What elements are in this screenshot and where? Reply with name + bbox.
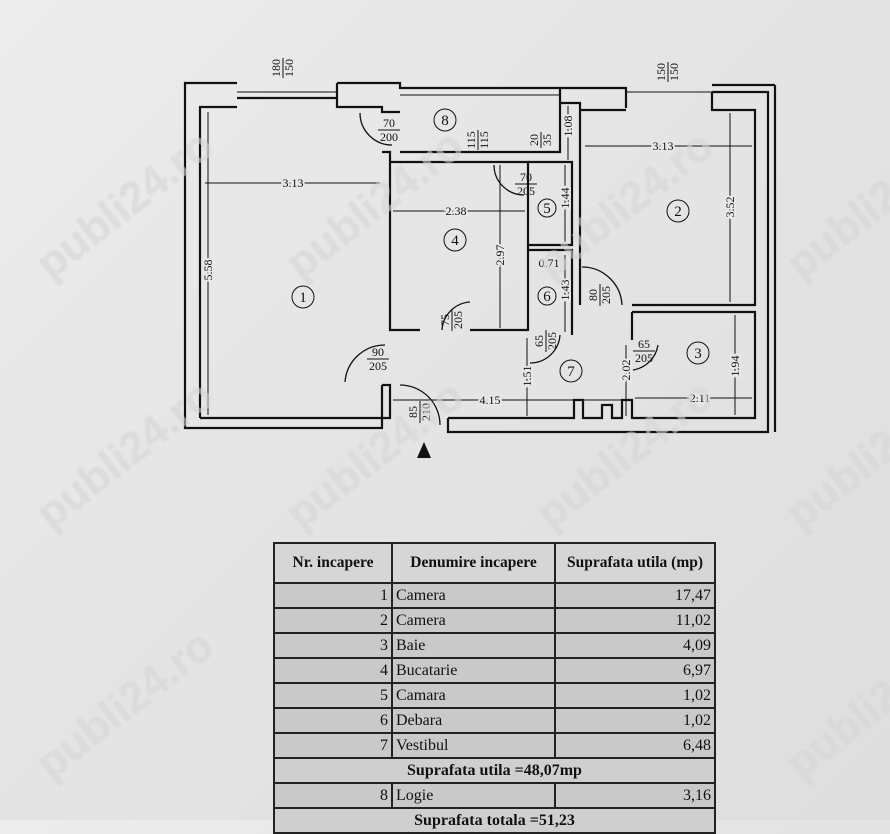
- svg-text:205: 205: [599, 286, 613, 304]
- svg-text:2: 2: [674, 204, 682, 220]
- watermark: publi24.ro: [26, 620, 223, 789]
- svg-text:205: 205: [369, 359, 387, 373]
- svg-text:115: 115: [464, 131, 478, 149]
- svg-text:7: 7: [567, 364, 575, 380]
- table-header: Nr. incapere Denumire incapere Suprafata…: [273, 542, 716, 584]
- svg-text:205: 205: [545, 332, 559, 350]
- dimension-label: 1.94: [728, 356, 742, 377]
- svg-text:5: 5: [543, 201, 551, 217]
- svg-text:210: 210: [419, 403, 433, 421]
- room-number-7: 7: [559, 359, 583, 383]
- svg-text:6: 6: [543, 289, 551, 305]
- svg-text:70: 70: [520, 170, 532, 184]
- dimension-label: 3.13: [283, 176, 304, 190]
- svg-text:8: 8: [441, 113, 449, 129]
- subtotal-row: Suprafata utila =48,07mp: [273, 757, 716, 784]
- entrance-arrow-icon: [417, 442, 431, 458]
- walls: [183, 81, 777, 434]
- dimension-label: 5.58: [201, 260, 215, 281]
- total-row: Suprafata totala =51,23: [273, 807, 716, 834]
- dimension-lines: [205, 106, 752, 416]
- header-area: Suprafata utila (mp): [554, 542, 716, 584]
- dimension-label: 2.97: [493, 245, 507, 266]
- room-area-table: Nr. incapere Denumire incapere Suprafata…: [273, 542, 716, 834]
- svg-text:65: 65: [638, 337, 650, 351]
- dimension-label: 1.44: [558, 188, 572, 209]
- header-name: Denumire incapere: [391, 542, 556, 584]
- room-number-6: 6: [537, 286, 557, 306]
- room-number-4: 4: [443, 228, 467, 252]
- svg-text:3: 3: [694, 346, 702, 362]
- svg-text:205: 205: [517, 184, 535, 198]
- dimension-label: 4.15: [480, 393, 501, 407]
- svg-text:85: 85: [406, 406, 420, 418]
- svg-text:75: 75: [438, 314, 452, 326]
- svg-text:200: 200: [380, 130, 398, 144]
- watermark: publi24.ro: [776, 620, 890, 789]
- svg-text:150: 150: [667, 63, 681, 81]
- dimension-label: 2.38: [446, 204, 467, 218]
- header-nr: Nr. incapere: [273, 542, 393, 584]
- room-number-5: 5: [537, 198, 557, 218]
- dimension-label: 1.51: [520, 366, 534, 387]
- svg-text:65: 65: [532, 335, 546, 347]
- room-number-8: 8: [433, 108, 457, 132]
- dimension-labels: 3.13 5.58 2.38 2.97 1.44 0.71 1.43 3.13 …: [199, 114, 744, 410]
- dimension-label: 2.11: [690, 391, 711, 405]
- svg-text:20: 20: [527, 134, 541, 146]
- svg-text:35: 35: [540, 134, 554, 146]
- svg-text:205: 205: [451, 311, 465, 329]
- dimension-label: 1.08: [561, 116, 575, 137]
- room-number-1: 1: [291, 285, 315, 309]
- svg-text:4: 4: [451, 233, 459, 249]
- svg-text:70: 70: [383, 116, 395, 130]
- door-arcs: [344, 112, 659, 426]
- svg-text:115: 115: [477, 131, 491, 149]
- room-numbers: 1 2 3 4 5 6 7 8: [291, 108, 710, 383]
- svg-text:1: 1: [299, 290, 307, 306]
- svg-text:150: 150: [282, 59, 296, 77]
- dimension-label: 3.13: [653, 139, 674, 153]
- room-number-2: 2: [666, 199, 690, 223]
- dimension-label: 0.71: [539, 256, 560, 270]
- svg-text:180: 180: [269, 59, 283, 77]
- room-number-3: 3: [686, 341, 710, 365]
- svg-text:150: 150: [654, 63, 668, 81]
- floor-plan: 1 2 3 4 5 6 7 8 3.13 5.58 2.38 2.97 1.44…: [183, 58, 777, 458]
- svg-text:90: 90: [372, 345, 384, 359]
- svg-text:205: 205: [635, 351, 653, 365]
- svg-text:80: 80: [586, 289, 600, 301]
- dimension-label: 2.02: [619, 360, 633, 381]
- dimension-label: 3.52: [723, 197, 737, 218]
- dimension-label: 1.43: [558, 280, 572, 301]
